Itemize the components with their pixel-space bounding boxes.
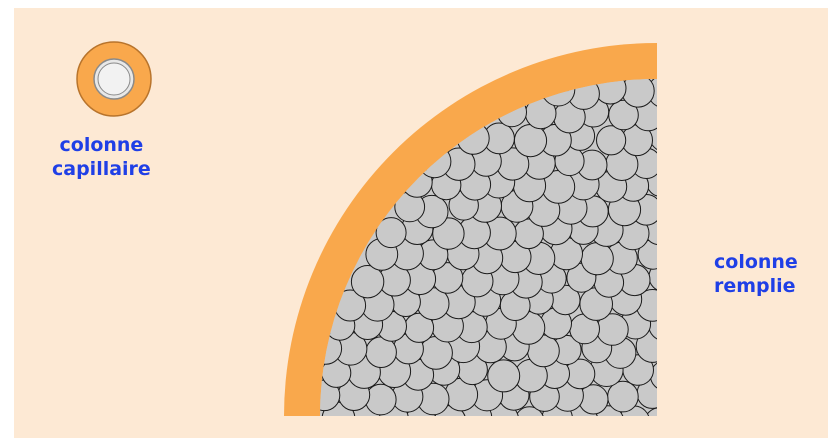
packed-column <box>284 43 682 439</box>
capillary-column-label: colonne capillaire <box>52 133 151 181</box>
packed-label-line1: colonne <box>714 250 798 274</box>
capillary-label-line2: capillaire <box>52 157 151 181</box>
packed-column-label: colonne remplie <box>714 250 798 298</box>
capillary-column <box>77 42 151 116</box>
packing-bead <box>366 384 397 415</box>
packing-bead <box>581 243 613 275</box>
packing-bead <box>644 408 674 438</box>
packing-bead <box>514 125 546 157</box>
packed-label-line2: remplie <box>714 274 798 298</box>
capillary-label-line1: colonne <box>52 133 151 157</box>
packing-bead <box>488 360 520 392</box>
packing-bead <box>515 407 544 436</box>
capillary-bore <box>98 63 130 95</box>
packing-bead <box>650 361 679 390</box>
